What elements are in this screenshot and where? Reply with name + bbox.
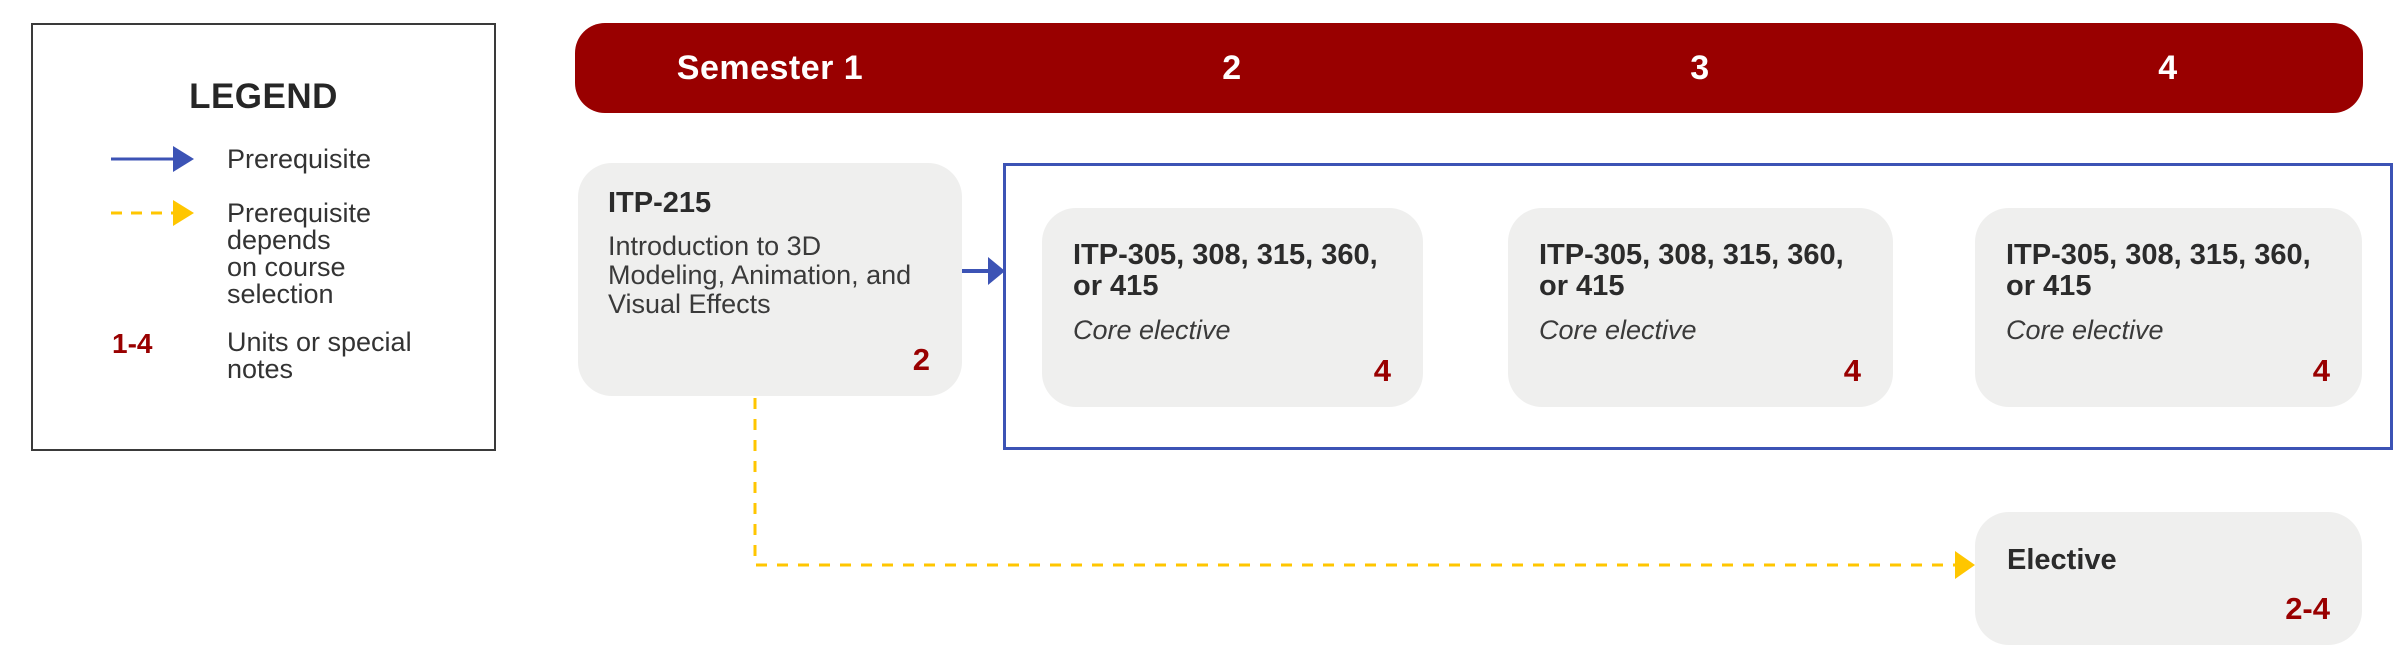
legend-label-units: Units or special notes [227, 327, 412, 384]
course-units-badge: 4 [2312, 353, 2330, 388]
course-units-badge: 2-4 [2285, 591, 2330, 626]
course-code: Elective [2007, 544, 2117, 576]
semester-1-label: Semester 1 [676, 49, 864, 87]
legend-label-prerequisite: Prerequisite [227, 144, 372, 174]
course-type: Core elective [1539, 315, 1697, 345]
conditional-prerequisite-arrow-head [1955, 551, 1975, 579]
semester-header-bar [575, 23, 2363, 113]
semester-3-label: 3 [1690, 49, 1710, 87]
course-units-badge: 4 [1843, 353, 1861, 388]
course-title: Introduction to 3D Modeling, Animation, … [608, 231, 912, 319]
course-card-core-elective-sem2: ITP-305, 308, 315, 360, or 415 Core elec… [1042, 208, 1423, 407]
course-units-badge: 2 [912, 342, 930, 377]
legend-title: LEGEND [189, 77, 338, 116]
course-units-badge: 4 [1373, 353, 1391, 388]
course-card-itp215: ITP-215 Introduction to 3D Modeling, Ani… [578, 163, 962, 396]
course-code: ITP-305, 308, 315, 360, or 415 [1539, 239, 1844, 302]
course-card-elective: Elective 2-4 [1975, 512, 2362, 645]
course-type: Core elective [2006, 315, 2164, 345]
course-card-core-elective-sem3: ITP-305, 308, 315, 360, or 415 Core elec… [1508, 208, 1893, 407]
course-card-core-elective-sem4: ITP-305, 308, 315, 360, or 415 Core elec… [1975, 208, 2362, 407]
solid-arrow-head [173, 146, 194, 172]
dashed-arrow-head [173, 200, 194, 226]
solid-arrow-icon [111, 146, 194, 172]
semester-4-label: 4 [2158, 49, 2178, 87]
course-code: ITP-215 [608, 187, 712, 219]
legend-label-prerequisite-depends: Prerequisite depends on course selection [227, 198, 372, 309]
legend-box: LEGEND Prerequisite Prerequisite depends… [31, 23, 496, 451]
course-code: ITP-305, 308, 315, 360, or 415 [2006, 239, 2311, 302]
semester-2-label: 2 [1222, 49, 1242, 87]
dashed-arrow-icon [111, 200, 194, 226]
course-type: Core elective [1073, 315, 1231, 345]
course-code: ITP-305, 308, 315, 360, or 415 [1073, 239, 1378, 302]
legend-units-symbol: 1-4 [112, 328, 153, 359]
